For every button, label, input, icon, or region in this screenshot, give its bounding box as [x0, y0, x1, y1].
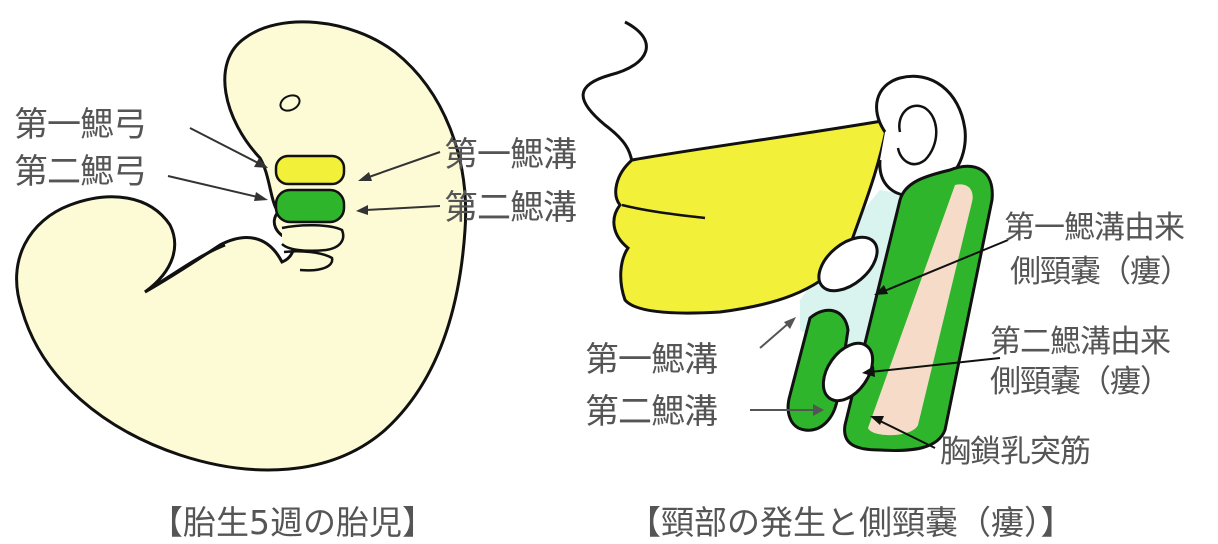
arrow-first-groove — [365, 151, 441, 179]
second-arch-shape — [274, 188, 346, 224]
muscle-stripe — [868, 184, 973, 436]
arrow-first-cyst — [881, 239, 1009, 293]
ear-inner — [896, 104, 938, 166]
label-second-arch: 第二鰓弓 — [14, 152, 147, 192]
neck-figure — [581, 20, 1009, 452]
caption-left: 【胎生5週の胎児】 — [150, 503, 435, 542]
arrow-second-cyst — [869, 357, 1001, 373]
arrowhead-muscle — [870, 416, 884, 425]
arrow-muscle — [877, 419, 936, 449]
label-second-cyst-line1: 第二鰓溝由来 — [990, 324, 1171, 360]
arrow-second-groove — [365, 205, 441, 211]
arrowhead-second-arch — [254, 192, 268, 201]
arrowhead-right-second-groove — [813, 404, 824, 416]
second-groove-cyst — [821, 341, 875, 403]
arrowhead-second-groove — [356, 205, 368, 215]
fourth-arch-shape — [283, 250, 334, 272]
arrowhead-first-cyst — [874, 285, 888, 295]
arrowhead-first-groove — [358, 172, 372, 181]
arrowhead-second-cyst — [862, 366, 875, 377]
face-profile-line — [581, 20, 648, 163]
mouth-line — [621, 203, 706, 220]
first-groove-cyst — [817, 235, 879, 293]
first-arch-shape — [274, 154, 346, 186]
label-muscle: 胸鎖乳突筋 — [940, 434, 1091, 470]
arrowhead-first-arch — [254, 158, 268, 168]
label-second-groove-right: 第二鰓溝 — [585, 392, 718, 432]
label-second-cyst-line2: 側頸嚢（瘻） — [990, 364, 1171, 400]
arrowhead-right-first-groove — [784, 317, 796, 329]
label-first-groove-left: 第一鰓溝 — [444, 135, 577, 175]
jaw-yellow-region — [612, 118, 890, 315]
embryo-eye — [279, 94, 301, 112]
arrow-second-arch — [167, 175, 263, 199]
arrow-first-arch — [189, 127, 263, 166]
label-first-cyst-line1: 第一鰓溝由来 — [1004, 210, 1185, 246]
caption-right: 【頸部の発生と側頸嚢（瘻）】 — [628, 503, 1074, 542]
embryo-figure — [15, 20, 468, 472]
label-first-groove-right: 第一鰓溝 — [585, 340, 718, 380]
label-second-groove-left: 第二鰓溝 — [444, 188, 577, 228]
label-first-cyst-line2: 側頸嚢（瘻） — [1010, 254, 1191, 290]
label-first-arch: 第一鰓弓 — [14, 105, 147, 145]
embryo-body — [15, 20, 468, 472]
embryo-tail-line — [144, 243, 226, 294]
third-arch-shape — [281, 224, 345, 252]
arrow-right-first-groove — [759, 321, 791, 349]
